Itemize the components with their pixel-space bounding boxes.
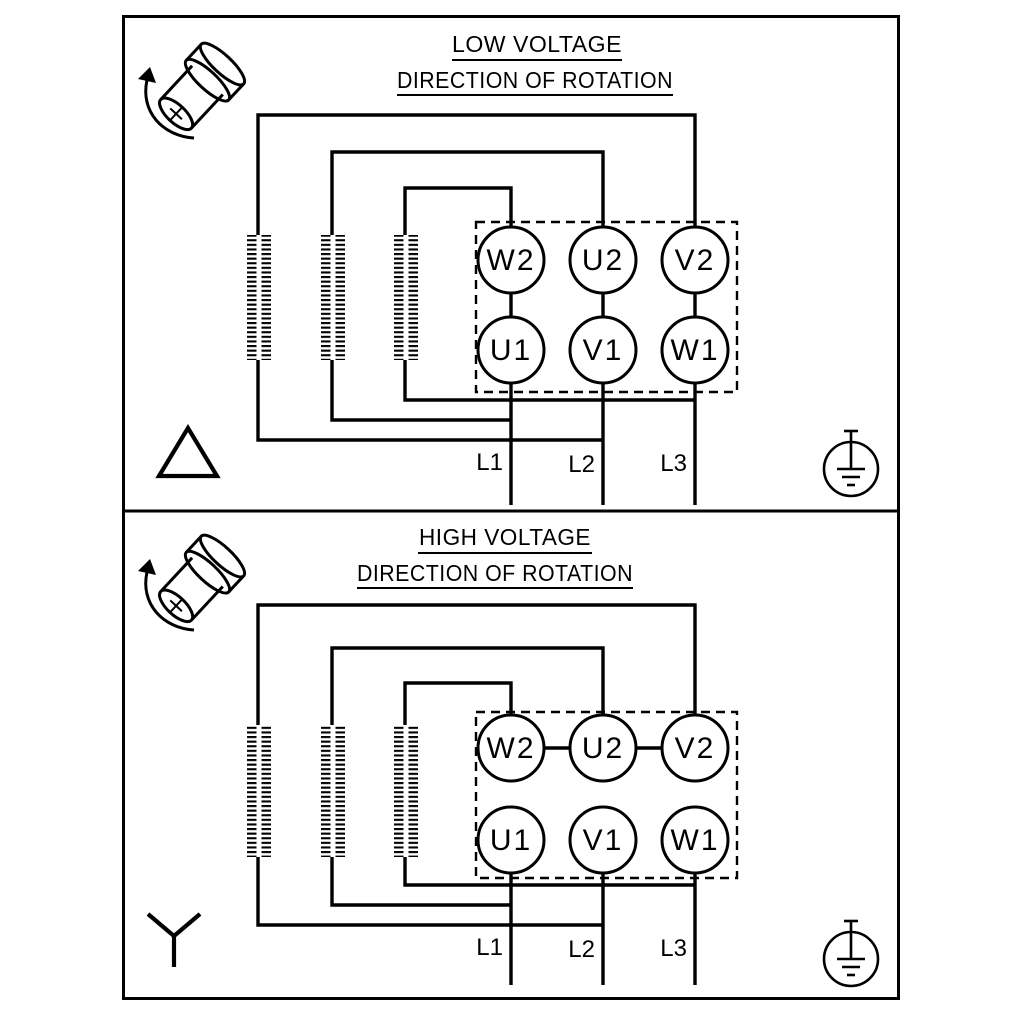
terminal-v2-label: V2 [675, 732, 716, 765]
terminal-v2 [660, 713, 730, 783]
star-connection-icon [146, 912, 202, 967]
terminal-w1 [660, 315, 730, 385]
terminal-u1-label: U1 [490, 824, 532, 857]
terminal-v1 [568, 805, 638, 875]
terminal-board-outline [474, 710, 739, 880]
winding-coil [321, 235, 345, 360]
terminal-u1 [476, 805, 546, 875]
panel-subtitle: DIRECTION OF ROTATION [397, 67, 673, 93]
winding-coil [321, 725, 345, 857]
terminal-w2-label: W2 [487, 732, 536, 765]
terminal-w2-label: W2 [487, 244, 536, 277]
winding-coil [394, 235, 418, 360]
winding-coil [394, 725, 418, 857]
terminal-u2-label: U2 [582, 732, 624, 765]
terminal-board-outline [474, 220, 739, 394]
terminal-v2 [660, 225, 730, 295]
earth-ground-icon [822, 428, 880, 498]
terminal-w2 [476, 225, 546, 295]
terminal-v2-label: V2 [675, 244, 716, 277]
rotation-direction-icon [136, 36, 252, 142]
terminal-w2 [476, 713, 546, 783]
terminal-u2-label: U2 [582, 244, 624, 277]
terminal-w1-label: W1 [671, 824, 720, 857]
supply-line-label-l3: L3 [660, 935, 687, 962]
earth-ground-icon [822, 918, 880, 988]
supply-line-label-l1: L1 [476, 934, 503, 961]
terminal-u1-label: U1 [490, 334, 532, 367]
supply-line-label-l3: L3 [660, 450, 687, 477]
low-voltage-panel: LOW VOLTAGE DIRECTION OF ROTATION [136, 31, 880, 505]
terminal-v1-label: V1 [583, 334, 624, 367]
panel-subtitle: DIRECTION OF ROTATION [357, 560, 633, 586]
supply-line-label-l2: L2 [568, 451, 595, 478]
high-voltage-panel: HIGH VOLTAGE DIRECTION OF ROTATION [136, 524, 880, 988]
delta-connection-icon [155, 423, 221, 479]
terminal-board: W2 U2 V2 U1 V1 W1 [476, 225, 730, 385]
rotation-direction-icon [136, 528, 252, 634]
supply-line-label-l2: L2 [568, 936, 595, 963]
terminal-v1 [568, 315, 638, 385]
winding-coil [247, 725, 271, 857]
terminal-u2 [568, 225, 638, 295]
wires-top [256, 113, 697, 260]
panel-title: HIGH VOLTAGE [419, 524, 591, 550]
panel-title: LOW VOLTAGE [452, 31, 622, 57]
terminal-w1 [660, 805, 730, 875]
terminal-u1 [476, 315, 546, 385]
terminal-v1-label: V1 [583, 824, 624, 857]
terminal-u2 [568, 713, 638, 783]
terminal-w1-label: W1 [671, 334, 720, 367]
outer-border [122, 15, 900, 1000]
terminal-board: W2 U2 V2 U1 V1 W1 [476, 713, 730, 875]
winding-coil [247, 235, 271, 360]
supply-line-label-l1: L1 [476, 449, 503, 476]
